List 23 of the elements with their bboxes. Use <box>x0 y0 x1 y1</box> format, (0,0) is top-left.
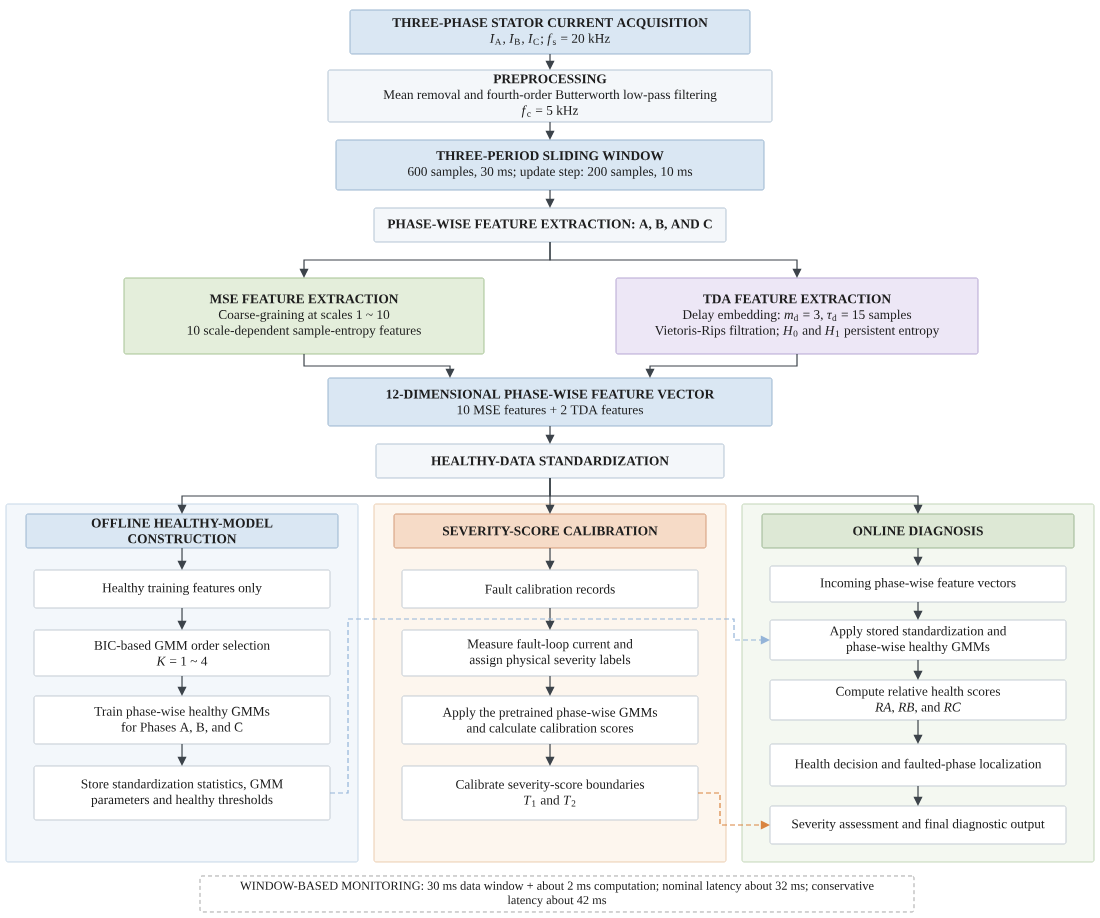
arrow <box>549 477 923 514</box>
arrow <box>177 547 187 570</box>
arrow <box>545 607 555 630</box>
arrow <box>177 675 187 696</box>
arrow <box>645 353 798 378</box>
arrow <box>913 601 923 620</box>
arrow <box>549 241 802 278</box>
arrow <box>545 743 555 766</box>
arrow <box>303 353 455 378</box>
arrow <box>545 53 555 70</box>
arrow <box>545 425 555 444</box>
arrow <box>177 607 187 630</box>
arrow <box>913 785 923 806</box>
dashed-arrow <box>329 618 770 794</box>
arrow <box>913 659 923 680</box>
arrow <box>545 189 555 208</box>
arrow <box>913 547 923 566</box>
dashed-arrow <box>697 792 770 830</box>
arrow <box>545 121 555 140</box>
arrow <box>177 743 187 766</box>
arrow <box>913 719 923 744</box>
arrow <box>545 547 555 570</box>
arrow <box>545 675 555 696</box>
